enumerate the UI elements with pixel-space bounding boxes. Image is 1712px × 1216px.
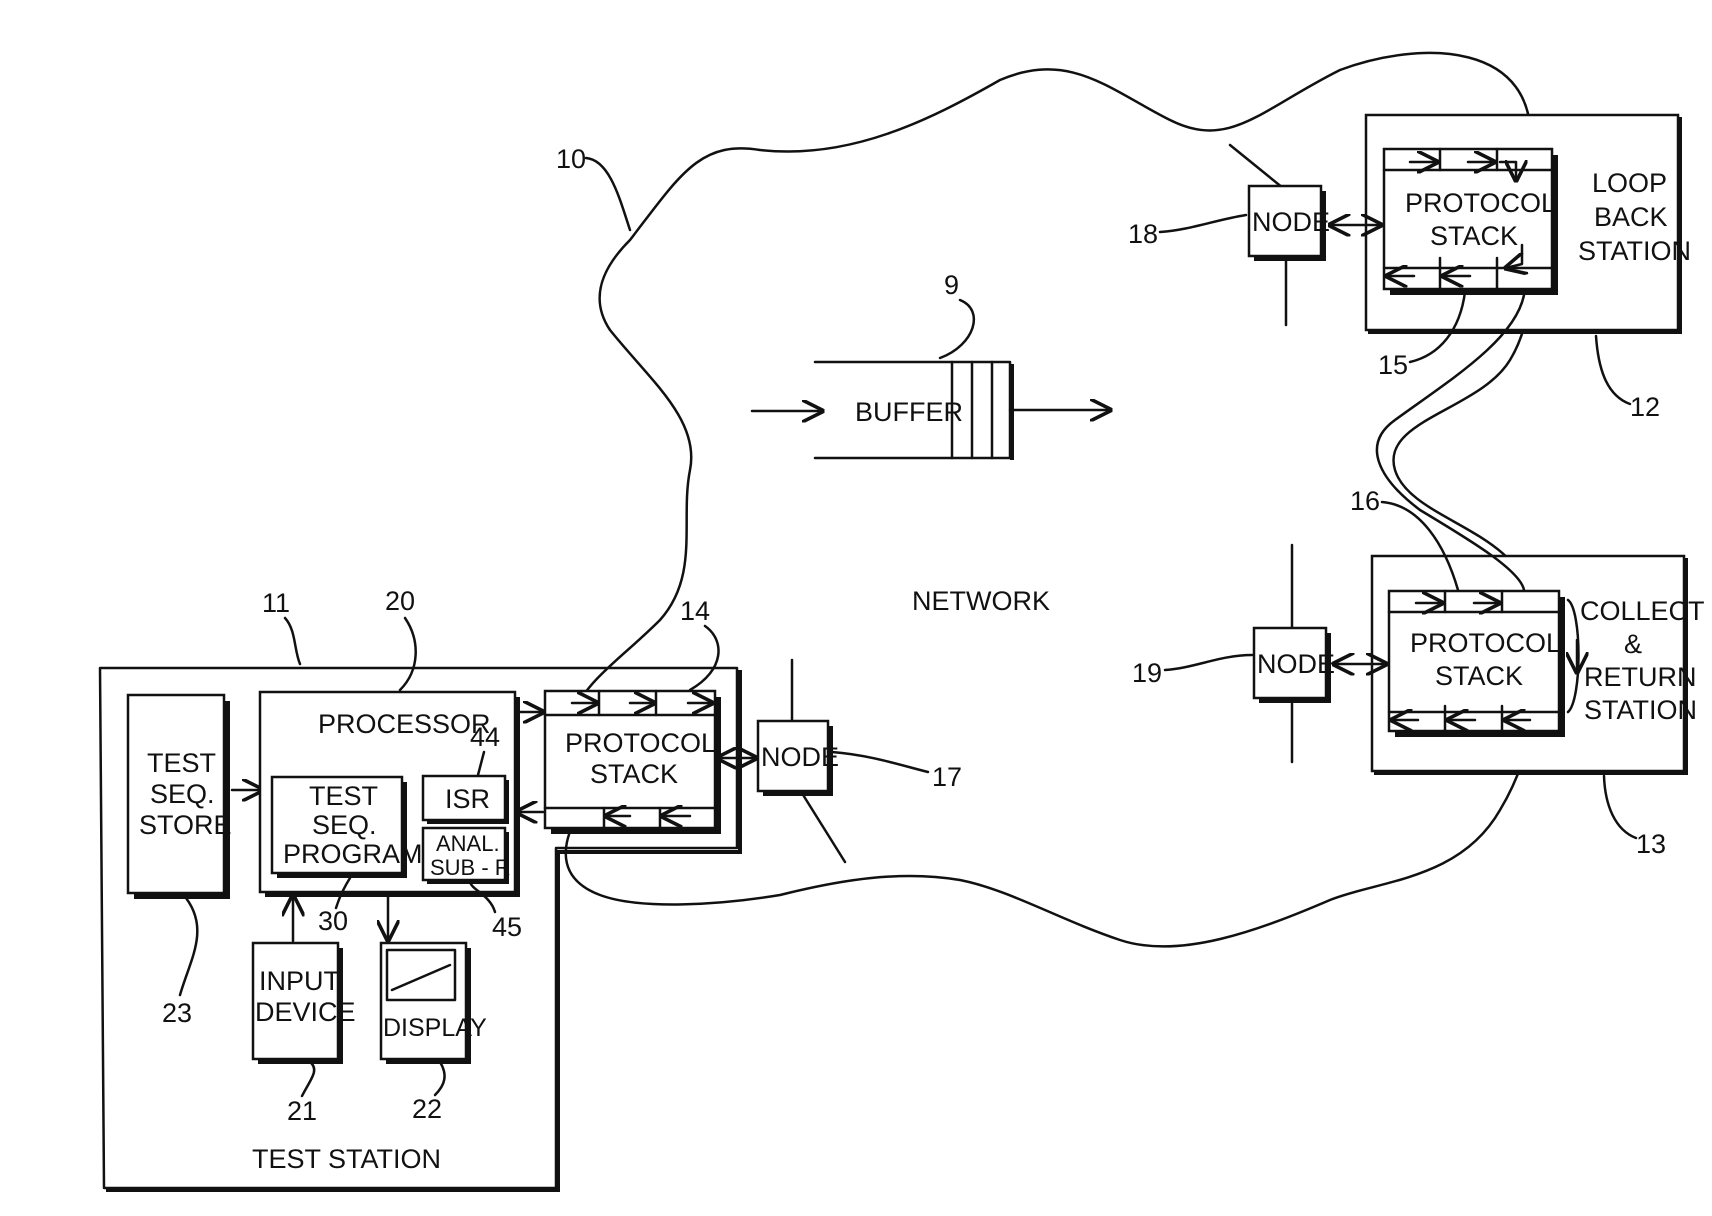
test-seq-store-box: TEST SEQ. STORE — [128, 695, 232, 899]
node-19: NODE — [1254, 545, 1335, 762]
collect-label-1: COLLECT — [1580, 596, 1705, 626]
ref-15: 15 — [1378, 350, 1408, 380]
anal-sub-label-2: SUB - R — [430, 855, 511, 880]
collect-label-2: & — [1624, 629, 1642, 659]
ref-11: 11 — [262, 588, 290, 618]
ref-30: 30 — [318, 906, 348, 936]
ref-44: 44 — [470, 722, 500, 752]
input-device-label-2: DEVICE — [255, 997, 356, 1027]
protocol-stack-loop-label-2: STACK — [1430, 221, 1518, 251]
loop-back-label-2: BACK — [1594, 202, 1668, 232]
ref-12: 12 — [1630, 392, 1660, 422]
node-18: NODE — [1230, 145, 1330, 325]
input-device-label-1: INPUT — [259, 966, 340, 996]
protocol-stack-test-label-1: PROTOCOL — [565, 728, 716, 758]
node-18-label: NODE — [1252, 207, 1330, 237]
ref-13: 13 — [1636, 829, 1666, 859]
ref-19: 19 — [1132, 658, 1162, 688]
ref-18: 18 — [1128, 219, 1158, 249]
display-box: DISPLAY — [381, 943, 487, 1064]
protocol-stack-collect-label-1: PROTOCOL — [1410, 628, 1561, 658]
anal-sub-box: ANAL. SUB - R — [423, 828, 511, 884]
input-device-box: INPUT DEVICE — [253, 943, 356, 1064]
node-17: NODE — [758, 660, 845, 862]
test-seq-program-box: TEST SEQ. PROGRAM — [272, 777, 423, 878]
loop-back-label-3: STATION — [1578, 236, 1691, 266]
ref-45: 45 — [492, 912, 522, 942]
protocol-stack-collect: PROTOCOL STACK — [1389, 591, 1565, 737]
node-19-label: NODE — [1257, 649, 1335, 679]
protocol-stack-loop-label-1: PROTOCOL — [1405, 188, 1556, 218]
ref-21: 21 — [287, 1096, 317, 1126]
test-seq-program-label-2: SEQ. — [312, 810, 377, 840]
ref-14: 14 — [680, 596, 710, 626]
test-seq-store-label-1: TEST — [147, 748, 216, 778]
ref-10: 10 — [556, 144, 586, 174]
display-label: DISPLAY — [383, 1014, 487, 1042]
ref-22: 22 — [412, 1094, 442, 1124]
protocol-stack-collect-label-2: STACK — [1435, 661, 1523, 691]
test-seq-store-label-3: STORE — [139, 810, 232, 840]
collect-label-3: RETURN — [1584, 662, 1697, 692]
loop-back-label-1: LOOP — [1592, 168, 1667, 198]
ref-9: 9 — [944, 270, 959, 300]
protocol-stack-test-label-2: STACK — [590, 759, 678, 789]
collect-return-station: COLLECT & RETURN STATION PROTOCOL STACK — [1372, 556, 1705, 773]
buffer-label: BUFFER — [855, 397, 963, 427]
loop-back-station: LOOP BACK STATION PROTOCOL STACK — [1366, 115, 1691, 332]
ref-23: 23 — [162, 998, 192, 1028]
network-label: NETWORK — [912, 586, 1050, 616]
node-17-label: NODE — [761, 742, 839, 772]
anal-sub-label-1: ANAL. — [436, 831, 500, 856]
protocol-stack-loop: PROTOCOL STACK — [1384, 149, 1558, 295]
ref-17: 17 — [932, 762, 962, 792]
processor-label: PROCESSOR — [318, 709, 491, 739]
test-seq-store-label-2: SEQ. — [150, 779, 215, 809]
isr-label: ISR — [445, 784, 490, 814]
test-station-label: TEST STATION — [252, 1144, 441, 1174]
isr-box: ISR — [423, 776, 509, 824]
test-seq-program-label-3: PROGRAM — [283, 839, 423, 869]
buffer: BUFFER — [752, 362, 1110, 460]
collect-label-4: STATION — [1584, 695, 1697, 725]
test-seq-program-label-1: TEST — [309, 781, 378, 811]
protocol-stack-test: PROTOCOL STACK — [545, 691, 721, 834]
ref-16: 16 — [1350, 486, 1380, 516]
ref-20: 20 — [385, 586, 415, 616]
